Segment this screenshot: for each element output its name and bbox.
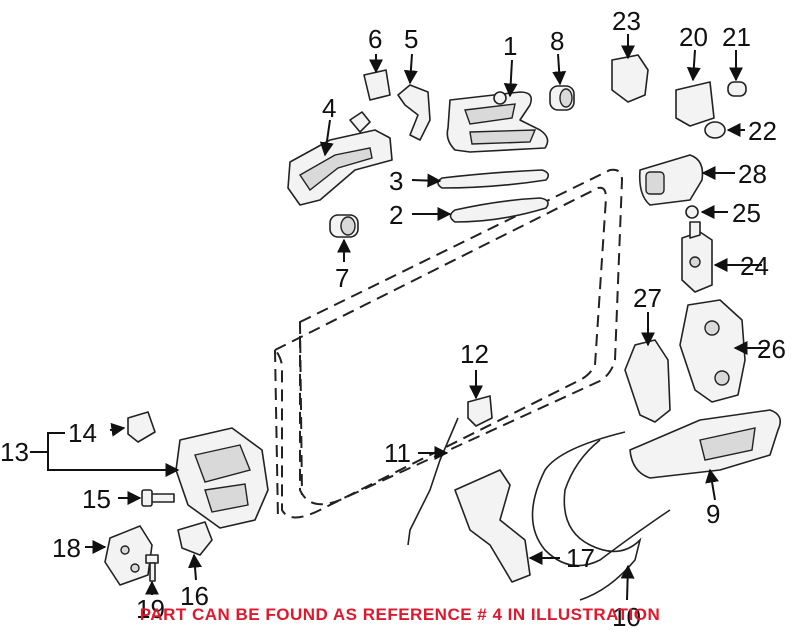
callout-22: 22 [748,116,777,146]
part-check-strap-28 [638,154,704,206]
callout-10: 10 [612,602,641,632]
reference-note: PART CAN BE FOUND AS REFERENCE # 4 IN IL… [139,605,661,624]
callout-23: 23 [612,6,641,36]
callout-4: 4 [322,93,336,123]
callout-25: 25 [732,198,761,228]
callout-labels: 1 2 3 4 5 6 7 8 9 10 11 12 13 14 15 16 1… [0,6,786,632]
part-clip-12 [467,395,493,427]
callout-20: 20 [679,22,708,52]
callout-13: 13 [0,437,29,467]
callout-26: 26 [757,334,786,364]
part-cable-10 [531,431,671,601]
part-clip-6 [363,69,391,101]
part-bracket-17 [454,469,531,583]
callout-7: 7 [335,263,349,293]
callout-12: 12 [460,339,489,369]
callout-8: 8 [550,26,564,56]
part-bushing-7 [329,214,359,238]
part-bracket-27 [624,339,671,423]
callout-2: 2 [389,200,403,230]
callout-5: 5 [404,24,418,54]
callout-27: 27 [633,283,662,313]
callout-15: 15 [82,484,111,514]
callout-1: 1 [503,31,517,61]
part-hinge-26 [679,299,746,403]
part-gasket-16 [177,521,213,556]
part-grommet-25 [685,205,699,219]
callout-14: 14 [68,418,97,448]
callout-3: 3 [389,166,403,196]
callout-16: 16 [180,581,209,611]
part-striker-18 [104,525,153,586]
callout-21: 21 [722,22,751,52]
part-hinge-24 [681,221,713,293]
part-screw-15 [141,489,175,507]
part-pin-21 [727,81,747,97]
part-hinge-20 [675,81,715,127]
part-rod-11 [407,417,459,546]
callout-17: 17 [566,543,595,573]
part-handle-gasket-upper [437,169,550,189]
callout-6: 6 [368,24,382,54]
callout-11: 11 [384,438,411,468]
part-plate-23 [611,54,649,103]
part-inside-handle-9 [629,409,781,479]
callout-19: 19 [136,594,165,624]
part-handle-carrier [287,111,393,206]
callout-24: 24 [740,251,769,281]
part-bushing-22 [704,121,726,139]
part-outside-door-handle [446,91,549,153]
door-outline [273,168,624,521]
part-lock-13 [175,427,269,529]
part-cap-8 [549,85,575,111]
callout-9: 9 [706,499,720,529]
callout-28: 28 [738,159,767,189]
callout-18: 18 [52,533,81,563]
part-cap-14 [127,411,156,443]
leader-lines [30,34,768,601]
part-handle-gasket-lower [449,197,549,223]
part-bracket-5 [397,84,431,141]
